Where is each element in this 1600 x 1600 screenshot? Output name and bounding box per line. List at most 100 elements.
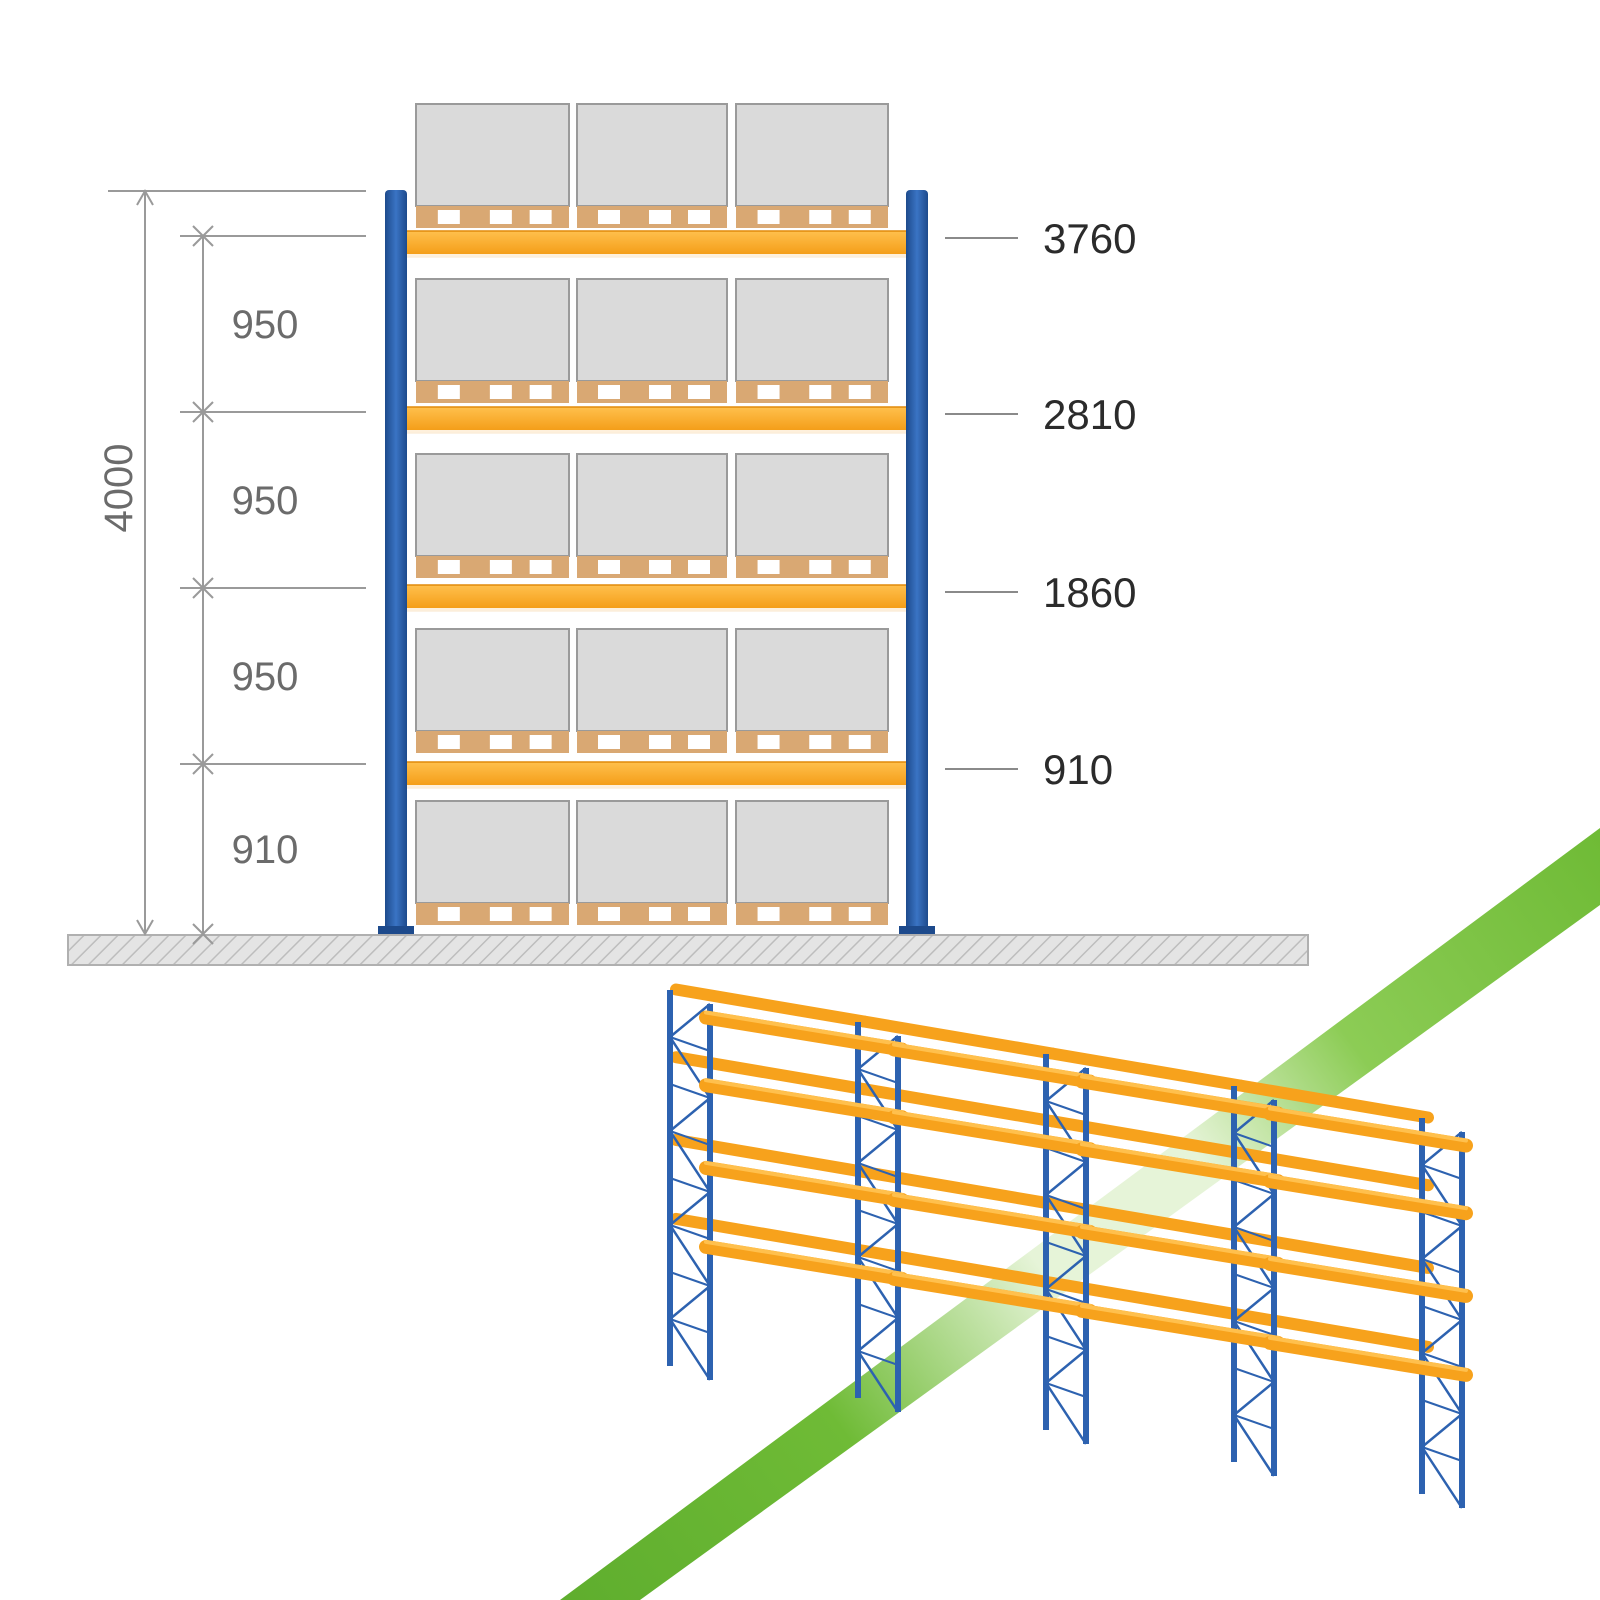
pallet-load [415,800,570,925]
iso-horizontal-brace [669,1130,711,1146]
iso-front-beam [1263,1106,1473,1153]
pallet-opening [848,210,871,224]
iso-beam-highlight [1268,1256,1468,1293]
pallet-opening [649,210,671,224]
iso-horizontal-brace [669,1224,711,1240]
level-spacing-label: 950 [232,479,299,523]
pallet-opening [437,560,460,574]
pallet-opening [598,560,620,574]
iso-front-beam [1075,1303,1285,1350]
pallet-opening [649,907,671,921]
pallet-load [576,628,728,753]
pallet-load [576,103,728,228]
iso-horizontal-brace [857,1303,899,1319]
pallet-opening [529,735,552,749]
rack-beam [396,761,918,789]
goods-box [415,278,570,382]
iso-front-beam [1263,1256,1473,1303]
pallet-opening [529,385,552,399]
pallet-opening [848,560,871,574]
pallet-load [576,800,728,925]
iso-front-beam [887,1192,1097,1239]
beam-gap [397,430,917,435]
pallet-opening [757,907,780,921]
iso-horizontal-brace [857,1115,899,1131]
iso-beam-highlight [1080,1074,1280,1111]
pallet-opening [437,907,460,921]
level-spacing-label: 950 [232,303,299,347]
iso-upright-frame [1419,1118,1465,1509]
left-base-plate [378,926,414,934]
pallet-opening [529,907,552,921]
iso-horizontal-brace [1233,1367,1275,1383]
iso-beam-highlight [892,1271,1092,1308]
iso-horizontal-brace [1421,1399,1463,1415]
iso-upright-frame [855,1022,901,1413]
iso-beam-highlight [892,1110,1092,1147]
overall-height-label: 4000 [97,444,141,533]
right-base-plate [899,926,935,934]
pallet-load [735,628,889,753]
iso-upright-frame [1231,1086,1277,1477]
pallet-opening [649,735,671,749]
pallet-opening [809,385,832,399]
pallet-opening [688,385,710,399]
iso-front-beam [887,1271,1097,1318]
pallet-load [415,628,570,753]
iso-horizontal-brace [1233,1226,1275,1242]
pallet-opening [529,560,552,574]
iso-horizontal-brace [669,1318,711,1334]
iso-front-beam [1075,1074,1285,1121]
pallet-opening [598,735,620,749]
pallet-load [576,453,728,578]
dimension-tick [192,923,214,945]
iso-front-beam [1263,1174,1473,1221]
pallet-opening [688,907,710,921]
iso-horizontal-brace [1045,1194,1087,1210]
goods-box [735,278,889,382]
pallet-opening [848,907,871,921]
iso-beam-highlight [892,1042,1092,1079]
iso-beam-highlight [704,1239,904,1276]
dimension-tick [192,753,214,775]
overall-height-dimension [108,188,366,937]
rack-isometric-view [667,983,1473,1509]
pallet-opening [757,735,780,749]
level-spacing-label: 950 [232,655,299,699]
beam-level-label: 910 [1043,746,1113,793]
pallet-opening [688,560,710,574]
iso-upright-frame [667,990,713,1381]
iso-back-beam [858,1015,1058,1060]
iso-front-beam [1075,1142,1285,1189]
pallet-loads [415,103,889,925]
iso-horizontal-brace [669,1083,711,1099]
pallet-opening [848,735,871,749]
goods-box [576,103,728,207]
iso-horizontal-brace [1045,1335,1087,1351]
goods-box [735,453,889,557]
iso-horizontal-brace [1421,1211,1463,1227]
pallet-load [735,103,889,228]
iso-back-beam [670,983,870,1028]
pallet-opening [598,907,620,921]
iso-horizontal-brace [1421,1258,1463,1274]
pallet-opening [598,210,620,224]
goods-box [415,628,570,732]
iso-horizontal-brace [1421,1446,1463,1462]
iso-front-beam [699,1010,909,1057]
iso-horizontal-brace [1233,1273,1275,1289]
pallet-opening [809,210,832,224]
iso-horizontal-brace [1045,1147,1087,1163]
pallet-opening [598,385,620,399]
iso-beam-highlight [1080,1142,1280,1179]
dimension-tick [192,225,214,247]
pallet-opening [649,560,671,574]
iso-horizontal-brace [1045,1288,1087,1304]
iso-horizontal-brace [857,1256,899,1272]
dimension-tick [192,577,214,599]
pallet-load [415,453,570,578]
pallet-opening [489,560,512,574]
pallet-opening [688,735,710,749]
